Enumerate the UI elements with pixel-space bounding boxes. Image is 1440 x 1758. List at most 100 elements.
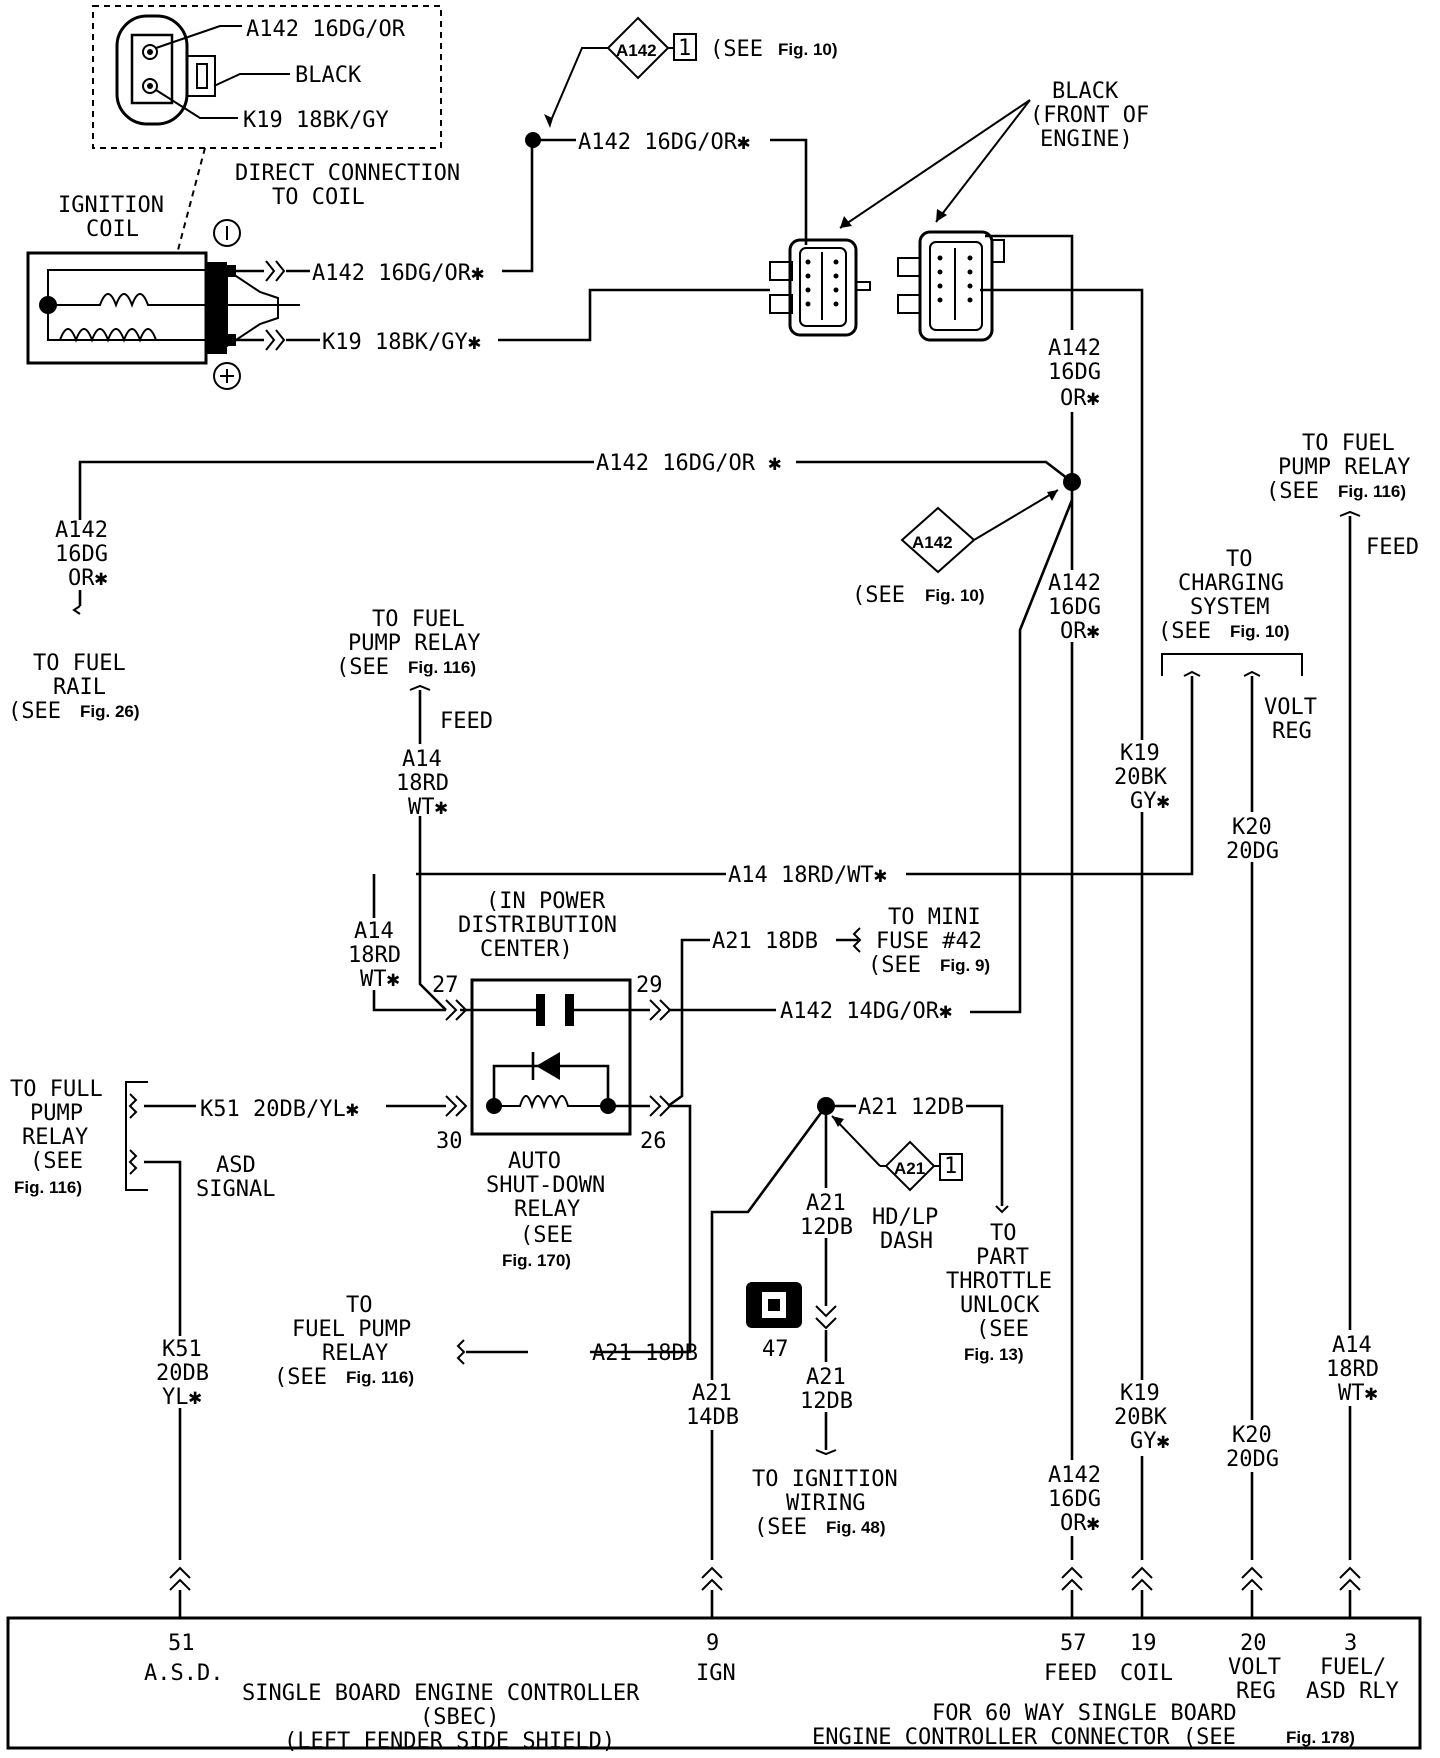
sbec-chevrons: [169, 1566, 1361, 1618]
k51-bottom-l1: K51: [162, 1337, 202, 1362]
full-pump-fig: Fig. 116): [14, 1178, 82, 1197]
ignition-coil-title-1: IGNITION: [58, 193, 164, 218]
sbec-title-2: (SBEC): [420, 1705, 499, 1730]
fpr-right-l1: TO FUEL: [1302, 431, 1395, 456]
charging-see: (SEE: [1158, 619, 1211, 644]
fpr-bottom-l1: TO: [346, 1293, 373, 1318]
splice-a21-wire-label: A21 12DB: [858, 1095, 964, 1120]
pdc-l3: CENTER): [480, 937, 573, 962]
sbec-pin20: 20: [1240, 1631, 1267, 1656]
asd-relay-l2: SHUT-DOWN: [486, 1173, 605, 1198]
a14-left-l2: 18RD: [348, 943, 401, 968]
a21-18db-wire-label: A21 18DB: [712, 929, 818, 954]
top-wire-a142-label: A142 16DG/OR✱: [578, 130, 750, 155]
fuel-pump-relay-bottom: A21 18DB TO FUEL PUMP RELAY (SEE Fig. 11…: [274, 1104, 698, 1390]
sbec-controller: 51 A.S.D. 9 IGN 57 FEED 19 COIL 20 VOLT …: [6, 1616, 1422, 1754]
pin-27: 27: [432, 973, 459, 998]
sbec-pin3-name1: FUEL/: [1320, 1655, 1386, 1680]
k19-bottom-l2: 20BK: [1114, 1405, 1168, 1430]
k51-bottom-l3: YL✱: [162, 1385, 202, 1410]
sbec-pin57: 57: [1060, 1631, 1087, 1656]
right-drop2-l2: 16DG: [1048, 595, 1101, 620]
ignition-coil-title-2: COIL: [86, 217, 139, 242]
k20-mid-l1: K20: [1232, 815, 1272, 840]
a14-bottom-l3: WT✱: [1338, 1381, 1378, 1406]
asd-relay-l1: AUTO: [508, 1149, 561, 1174]
a21-splice: A21 12DB A21 1 HD/LP DASH A21 12DB A21 1…: [686, 1095, 1052, 1560]
charging-system: TO CHARGING SYSTEM (SEE Fig. 10) VOLT RE…: [416, 547, 1317, 1560]
fuel-rail-fig: Fig. 26): [80, 702, 140, 721]
right-drop2-l1: A142: [1048, 571, 1101, 596]
a142-trunk: A142 16DG OR✱ A142 16DG/OR ✱ A142 16DG O…: [8, 336, 1101, 1560]
k19-bottom-l1: K19: [1120, 1381, 1160, 1406]
k19-mid-l2: 20BK: [1114, 765, 1168, 790]
coil-pin1-label: A142 16DG/OR: [246, 17, 406, 42]
asd-relay-fig: Fig. 170): [502, 1251, 571, 1270]
fuel-rail-wire-l2: 16DG: [55, 542, 108, 567]
fpr-bottom-see: (SEE: [274, 1365, 327, 1390]
sbec-pin51-name: A.S.D.: [144, 1661, 223, 1686]
mini-fuse-l1: TO MINI: [888, 905, 981, 930]
coil-wire-k19-label: K19 18BK/GY✱: [322, 330, 481, 355]
top-ref-see: (SEE: [710, 37, 763, 62]
a14-left-l3: WT✱: [360, 967, 400, 992]
fuel-rail-wire-l1: A142: [55, 518, 108, 543]
a21-12db-mid-l1: A21: [806, 1191, 846, 1216]
coil-wire-a142-label: A142 16DG/OR✱: [312, 261, 484, 286]
charging-volt: VOLT: [1264, 695, 1317, 720]
coil-connector-detail: A142 16DG/OR BLACK K19 18BK/GY DIRECT CO…: [92, 5, 460, 251]
sbec-pin57-name: FEED: [1044, 1661, 1097, 1686]
a14-mid-l2: 18RD: [396, 771, 449, 796]
pdc-l1: (IN POWER: [486, 889, 606, 914]
fuel-rail-to2: RAIL: [53, 675, 106, 700]
splice-a21-diamond: A21: [894, 1159, 925, 1178]
connector-note-line3: ENGINE): [1040, 127, 1133, 152]
sbec-pin19-name: COIL: [1120, 1661, 1173, 1686]
coil-pin2-label: K19 18BK/GY: [243, 108, 389, 133]
a14-bottom-l1: A14: [1332, 1333, 1372, 1358]
mini-fuse-l2: FUSE #42: [876, 929, 982, 954]
mid-ref-diamond-label: A142: [912, 533, 953, 552]
k51-bottom-l2: 20DB: [156, 1361, 209, 1386]
part-throttle-l2: PART: [976, 1245, 1029, 1270]
right-drop1-l2: 16DG: [1048, 360, 1101, 385]
fpr-right-l2: PUMP RELAY: [1278, 455, 1410, 480]
right-drop1-l1: A142: [1048, 336, 1101, 361]
pin29-wires: A21 18DB TO MINI FUSE #42 (SEE Fig. 9) A…: [667, 905, 990, 1108]
sbec-pin9-name: IGN: [696, 1661, 736, 1686]
pin-29: 29: [636, 973, 663, 998]
engine-connectors: BLACK (FRONT OF ENGINE): [769, 79, 1149, 1560]
sbec-pin9: 9: [706, 1631, 719, 1656]
a142-14dg-label: A142 14DG/OR✱: [780, 999, 952, 1024]
pin-30: 30: [436, 1129, 463, 1154]
a14-mid-l3: WT✱: [408, 795, 448, 820]
sbec-pin3-name2: ASD RLY: [1306, 1679, 1399, 1704]
full-pump-l3: RELAY: [22, 1125, 88, 1150]
charging-l1: TO: [1226, 547, 1253, 572]
sbec-title-3: (LEFT FENDER SIDE SHIELD): [284, 1729, 615, 1754]
asd-relay: (IN POWER DISTRIBUTION CENTER) 27 29 30 …: [386, 889, 946, 1270]
sbec-pin3: 3: [1344, 1631, 1357, 1656]
sbec-pin51: 51: [168, 1631, 195, 1656]
charging-l3: SYSTEM: [1190, 595, 1269, 620]
full-pump-see: (SEE: [30, 1149, 83, 1174]
part-throttle-fig: Fig. 13): [964, 1345, 1024, 1364]
sbec-pin20-name1: VOLT: [1228, 1655, 1281, 1680]
coil-body-label: BLACK: [295, 63, 362, 88]
top-ref-fig: Fig. 10): [778, 40, 838, 59]
splice-a21-num: 1: [944, 1154, 957, 1179]
sbec-title-1: SINGLE BOARD ENGINE CONTROLLER: [242, 1681, 640, 1706]
long-wire-a142-label: A142 16DG/OR ✱: [596, 451, 781, 476]
to-coil-label: TO COIL: [272, 185, 365, 210]
right-drop1-l3: OR✱: [1060, 386, 1100, 411]
mini-fuse-fig: Fig. 9): [940, 956, 990, 975]
fuel-rail-see: (SEE: [8, 699, 61, 724]
fpr-bottom-wire: A21 18DB: [592, 1341, 698, 1366]
top-ref-diamond: A142 1 (SEE Fig. 10): [606, 16, 838, 80]
a21-12db-low-l1: A21: [806, 1365, 846, 1390]
full-pump-l2: PUMP: [30, 1101, 83, 1126]
k19-mid-l1: K19: [1120, 741, 1160, 766]
fpr-bottom-l3: RELAY: [322, 1341, 388, 1366]
coil-feed-wires: A142 16DG/OR✱: [498, 47, 808, 342]
mid-ref-fig: Fig. 10): [925, 586, 985, 605]
